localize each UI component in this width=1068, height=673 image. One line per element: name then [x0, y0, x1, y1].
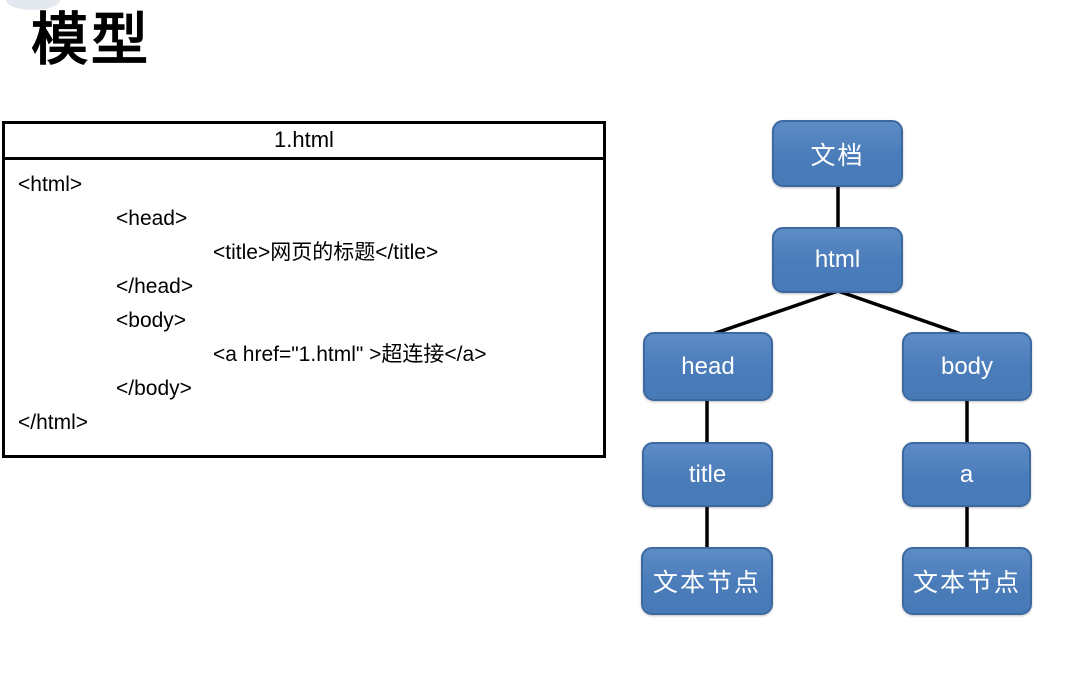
tree-node-label: body: [940, 352, 994, 380]
edge-html-head: [706, 289, 839, 338]
code-line: </head>: [116, 275, 194, 298]
tree-node-a: a: [902, 442, 1031, 507]
tree-node-document: 文档: [772, 120, 903, 187]
tree-node-label: title: [688, 460, 727, 488]
decorative-fragment: [6, 0, 60, 10]
tree-node-head: head: [643, 332, 773, 401]
code-listing: <html> <head> <title>网页的标题</title> </hea…: [5, 160, 603, 440]
tree-node-label: head: [681, 352, 735, 380]
page-title: 模型: [31, 8, 151, 72]
code-line: </html>: [18, 411, 89, 434]
tree-node-body: body: [902, 332, 1032, 401]
code-line: <body>: [116, 309, 187, 332]
tree-node-text-node-right: 文本节点: [902, 547, 1032, 615]
tree-node-label: 文档: [810, 141, 865, 170]
tree-node-label: 文本节点: [912, 569, 1021, 597]
tree-node-label: 文本节点: [652, 569, 761, 597]
code-box: 1.html <html> <head> <title>网页的标题</title…: [2, 121, 606, 458]
tree-node-text-node-left: 文本节点: [641, 547, 773, 615]
tree-node-label: a: [959, 460, 974, 488]
tree-node-title: title: [642, 442, 773, 507]
code-line: <a href="1.html" >超连接</a>: [213, 343, 487, 366]
code-box-filename: 1.html: [5, 124, 603, 160]
code-line: </body>: [116, 377, 192, 400]
edge-html-body: [837, 289, 968, 338]
code-line: <title>网页的标题</title>: [213, 241, 439, 264]
tree-node-html: html: [772, 227, 903, 293]
code-line: <head>: [116, 207, 188, 230]
code-line: <html>: [18, 173, 83, 196]
tree-node-label: html: [814, 246, 861, 273]
